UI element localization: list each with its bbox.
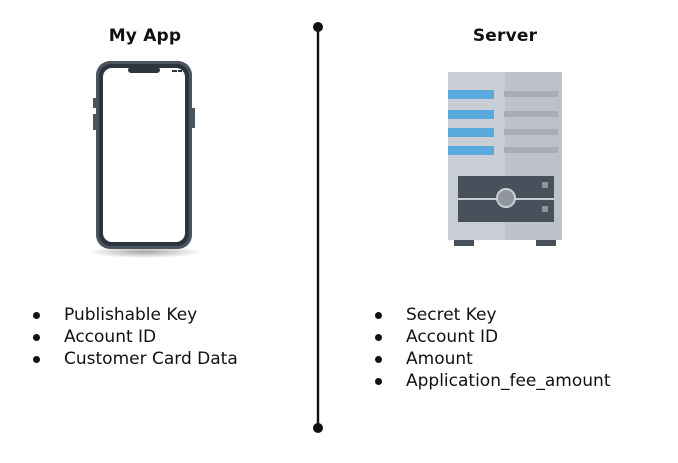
list-item-label: Amount [406,349,473,369]
divider-bottom-dot [313,423,323,433]
list-item-label: Secret Key [406,305,497,325]
smartphone-icon [87,61,203,258]
list-item: Secret Key [372,304,610,326]
list-item: Account ID [372,326,610,348]
server-title: Server [472,26,538,46]
list-item-label: Account ID [64,327,157,347]
bullet-icon [33,356,40,363]
list-item: Application_fee_amount [372,370,610,392]
divider-top-dot [313,22,323,32]
bullet-icon [375,378,382,385]
list-item-label: Application_fee_amount [406,371,611,391]
my-app-title: My App [108,26,182,46]
bullet-icon [33,312,40,319]
list-item: Account ID [30,326,238,348]
server-data-list: Secret Key Account ID Amount Application… [372,304,610,392]
list-item-label: Account ID [406,327,499,347]
bullet-icon [375,334,382,341]
server-icon [448,72,562,246]
list-item: Customer Card Data [30,348,238,370]
list-item-label: Customer Card Data [64,349,238,369]
my-app-data-list: Publishable Key Account ID Customer Card… [30,304,238,370]
bullet-icon [375,312,382,319]
bullet-icon [375,356,382,363]
list-item: Amount [372,348,610,370]
bullet-icon [33,334,40,341]
list-item-label: Publishable Key [64,305,198,325]
divider-line [313,22,323,433]
list-item: Publishable Key [30,304,238,326]
